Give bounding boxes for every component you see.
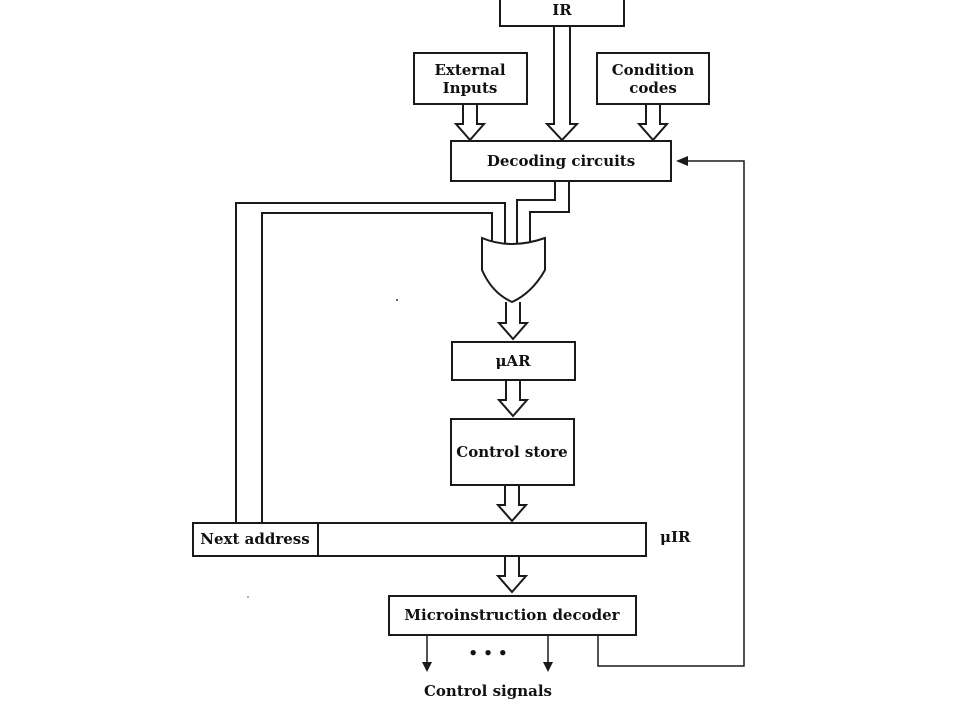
ir-arrow (544, 26, 580, 142)
control-store-label: Control store (456, 443, 567, 461)
uir-to-decoder-arrow (495, 556, 529, 594)
next-address-label: Next address (200, 530, 309, 548)
microinstruction-decoder-label: Microinstruction decoder (404, 606, 620, 624)
external-inputs-arrow (453, 104, 487, 142)
ir-register: IR (499, 0, 625, 27)
or-to-uar-arrow (496, 302, 530, 341)
scan-speck (396, 299, 398, 301)
decoding-circuits-box: Decoding circuits (450, 140, 672, 182)
next-address-feedback-outer (235, 202, 506, 524)
control-signals-ellipsis: • • • (468, 644, 507, 662)
decoder-feedback-line (597, 156, 745, 667)
control-store-box: Control store (450, 418, 575, 486)
uar-to-control-store-arrow (496, 380, 530, 418)
decoding-circuits-label: Decoding circuits (487, 152, 635, 170)
decoding-to-or-path (529, 181, 570, 244)
external-inputs-label-line1: External (434, 61, 505, 79)
external-inputs-box: External Inputs (413, 52, 528, 105)
condition-codes-box: Condition codes (596, 52, 710, 105)
ir-label: IR (552, 1, 572, 19)
uir-register: Next address (192, 522, 647, 557)
uar-label: μAR (495, 352, 531, 370)
control-store-to-uir-arrow (495, 485, 529, 523)
decoding-to-or-path-inner (516, 181, 556, 244)
next-address-feedback-inner (261, 212, 493, 524)
control-signal-arrow-right (543, 635, 553, 672)
or-gate (481, 236, 546, 304)
condition-codes-label-line2: codes (629, 79, 677, 97)
microinstruction-decoder-box: Microinstruction decoder (388, 595, 637, 636)
external-inputs-label-line2: Inputs (443, 79, 498, 97)
control-signal-arrow-left (422, 635, 432, 672)
control-signals-label: Control signals (424, 682, 552, 700)
uir-label: μIR (660, 528, 691, 546)
scan-speck (247, 596, 249, 598)
uar-register: μAR (451, 341, 576, 381)
condition-codes-arrow (636, 104, 670, 142)
condition-codes-label-line1: Condition (612, 61, 695, 79)
